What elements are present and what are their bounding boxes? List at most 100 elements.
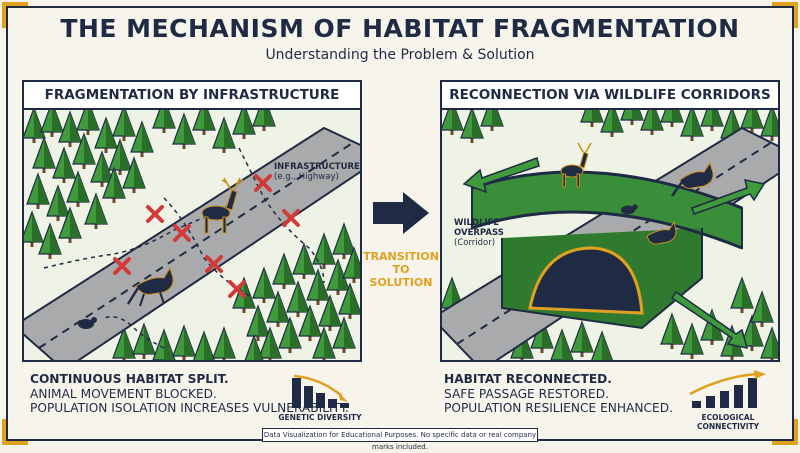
overpass-label-line2: OVERPASS [454, 228, 504, 238]
tree-icon [442, 108, 464, 135]
reconnection-summary: HABITAT RECONNECTED. SAFE PASSAGE RESTOR… [444, 372, 673, 416]
tree-icon [700, 108, 724, 131]
infrastructure-label: INFRASTRUCTURE (e.g., Highway) [274, 162, 360, 182]
tree-icon [40, 108, 64, 137]
tree-icon [212, 116, 236, 153]
tree-icon [332, 222, 356, 259]
rising-bars-icon [689, 370, 766, 408]
blocked-x-icon [173, 224, 191, 242]
genetic-diversity-caption: GENETIC DIVERSITY [278, 413, 362, 422]
tree-icon [600, 108, 624, 137]
tree-icon [152, 328, 176, 360]
tree-icon [172, 324, 196, 360]
transition-label: TRANSITION TO SOLUTION [362, 250, 440, 289]
blocked-x-icon [205, 255, 223, 273]
tree-icon [26, 172, 50, 209]
tree-icon [258, 326, 282, 360]
tree-icon [52, 146, 76, 183]
transition-arrow-icon [373, 192, 429, 234]
overpass-tunnel [528, 246, 644, 315]
declining-bars-icon [292, 374, 349, 408]
tree-icon [480, 108, 504, 131]
blocked-x-icon [146, 205, 164, 223]
arrow-icon [462, 157, 540, 194]
page-title: THE MECHANISM OF HABITAT FRAGMENTATION [60, 14, 740, 43]
tree-icon [122, 156, 146, 193]
tree-icon [640, 108, 664, 135]
tree-icon [252, 108, 276, 131]
tree-icon [24, 210, 44, 247]
tree-icon [193, 330, 215, 360]
fragmentation-summary-line2: ANIMAL MOVEMENT BLOCKED. [30, 386, 217, 401]
fox-icon [646, 220, 677, 245]
reconnection-summary-line2: SAFE PASSAGE RESTORED. [444, 386, 610, 401]
tree-icon [318, 294, 342, 331]
reconnection-panel-heading: RECONNECTION VIA WILDLIFE CORRIDORS [442, 82, 778, 110]
tree-icon [130, 120, 154, 157]
tree-icon [680, 322, 704, 359]
tree-icon [680, 108, 704, 141]
blocked-x-icon [254, 174, 272, 192]
tree-icon [338, 282, 360, 319]
tree-icon [660, 108, 684, 127]
tree-icon [72, 132, 96, 169]
tree-icon [66, 170, 90, 207]
tree-icon [172, 112, 196, 149]
blocked-x-icon [113, 257, 131, 275]
page-subtitle: Understanding the Problem & Solution [265, 47, 535, 63]
blocked-x-icon [282, 209, 300, 227]
tree-icon [286, 280, 310, 317]
tree-icon [58, 206, 82, 243]
tree-icon [292, 242, 316, 279]
deer-icon [560, 142, 592, 188]
ecological-connectivity-caption: ECOLOGICAL CONNECTIVITY [696, 413, 760, 431]
corner-ornament-top-right [772, 2, 798, 28]
tree-icon [108, 138, 132, 175]
tree-icon [46, 184, 70, 221]
tree-icon [102, 166, 126, 203]
tree-icon [740, 314, 764, 351]
forest-trees [442, 108, 778, 360]
tree-icon [38, 222, 62, 259]
fragmentation-summary-line1: CONTINUOUS HABITAT SPLIT. [30, 372, 229, 386]
fragmentation-summary: CONTINUOUS HABITAT SPLIT. ANIMAL MOVEMEN… [30, 372, 349, 416]
infrastructure-label-sub: (e.g., Highway) [274, 172, 339, 182]
transition-label-line2: TO SOLUTION [369, 263, 433, 289]
arrow-icon [691, 179, 766, 215]
tree-icon [132, 322, 156, 359]
tree-icon [760, 108, 778, 141]
tree-icon [580, 108, 604, 127]
tree-icon [32, 136, 56, 173]
tree-icon [306, 268, 330, 305]
highway-road [24, 126, 360, 360]
fragmentation-panel: FRAGMENTATION BY INFRASTRUCTURE [22, 80, 362, 362]
transition-label-line1: TRANSITION [363, 250, 439, 263]
tree-icon [244, 334, 264, 360]
tree-icon [620, 108, 644, 125]
tree-icon [760, 326, 778, 360]
arrow-icon [670, 290, 749, 349]
blocked-x-icon [228, 280, 246, 298]
tree-icon [312, 232, 336, 269]
corner-ornament-top-left [2, 2, 28, 28]
tree-icon [591, 330, 613, 360]
tree-icon [660, 312, 684, 349]
footer-disclaimer: Data Visualization for Educational Purpo… [262, 428, 538, 451]
blocked-path-3 [163, 197, 255, 299]
tree-icon [342, 246, 360, 283]
tree-icon [730, 276, 754, 313]
blocked-markers [113, 174, 300, 298]
fragmentation-illustration [24, 108, 360, 360]
tree-icon [246, 304, 270, 341]
tree-icon [192, 108, 216, 135]
overpass-label-sub: (Corridor) [454, 238, 496, 248]
reconnection-panel: RECONNECTION VIA WILDLIFE CORRIDORS [440, 80, 780, 362]
tree-icon [76, 108, 100, 135]
tree-icon [232, 108, 256, 139]
tree-icon [266, 290, 290, 327]
tree-icon [570, 320, 594, 357]
fragmentation-summary-line3: POPULATION ISOLATION INCREASES VULNERABI… [30, 401, 349, 415]
reconnection-summary-line3: POPULATION RESILIENCE ENHANCED. [444, 401, 673, 415]
forest-trees [24, 108, 360, 360]
